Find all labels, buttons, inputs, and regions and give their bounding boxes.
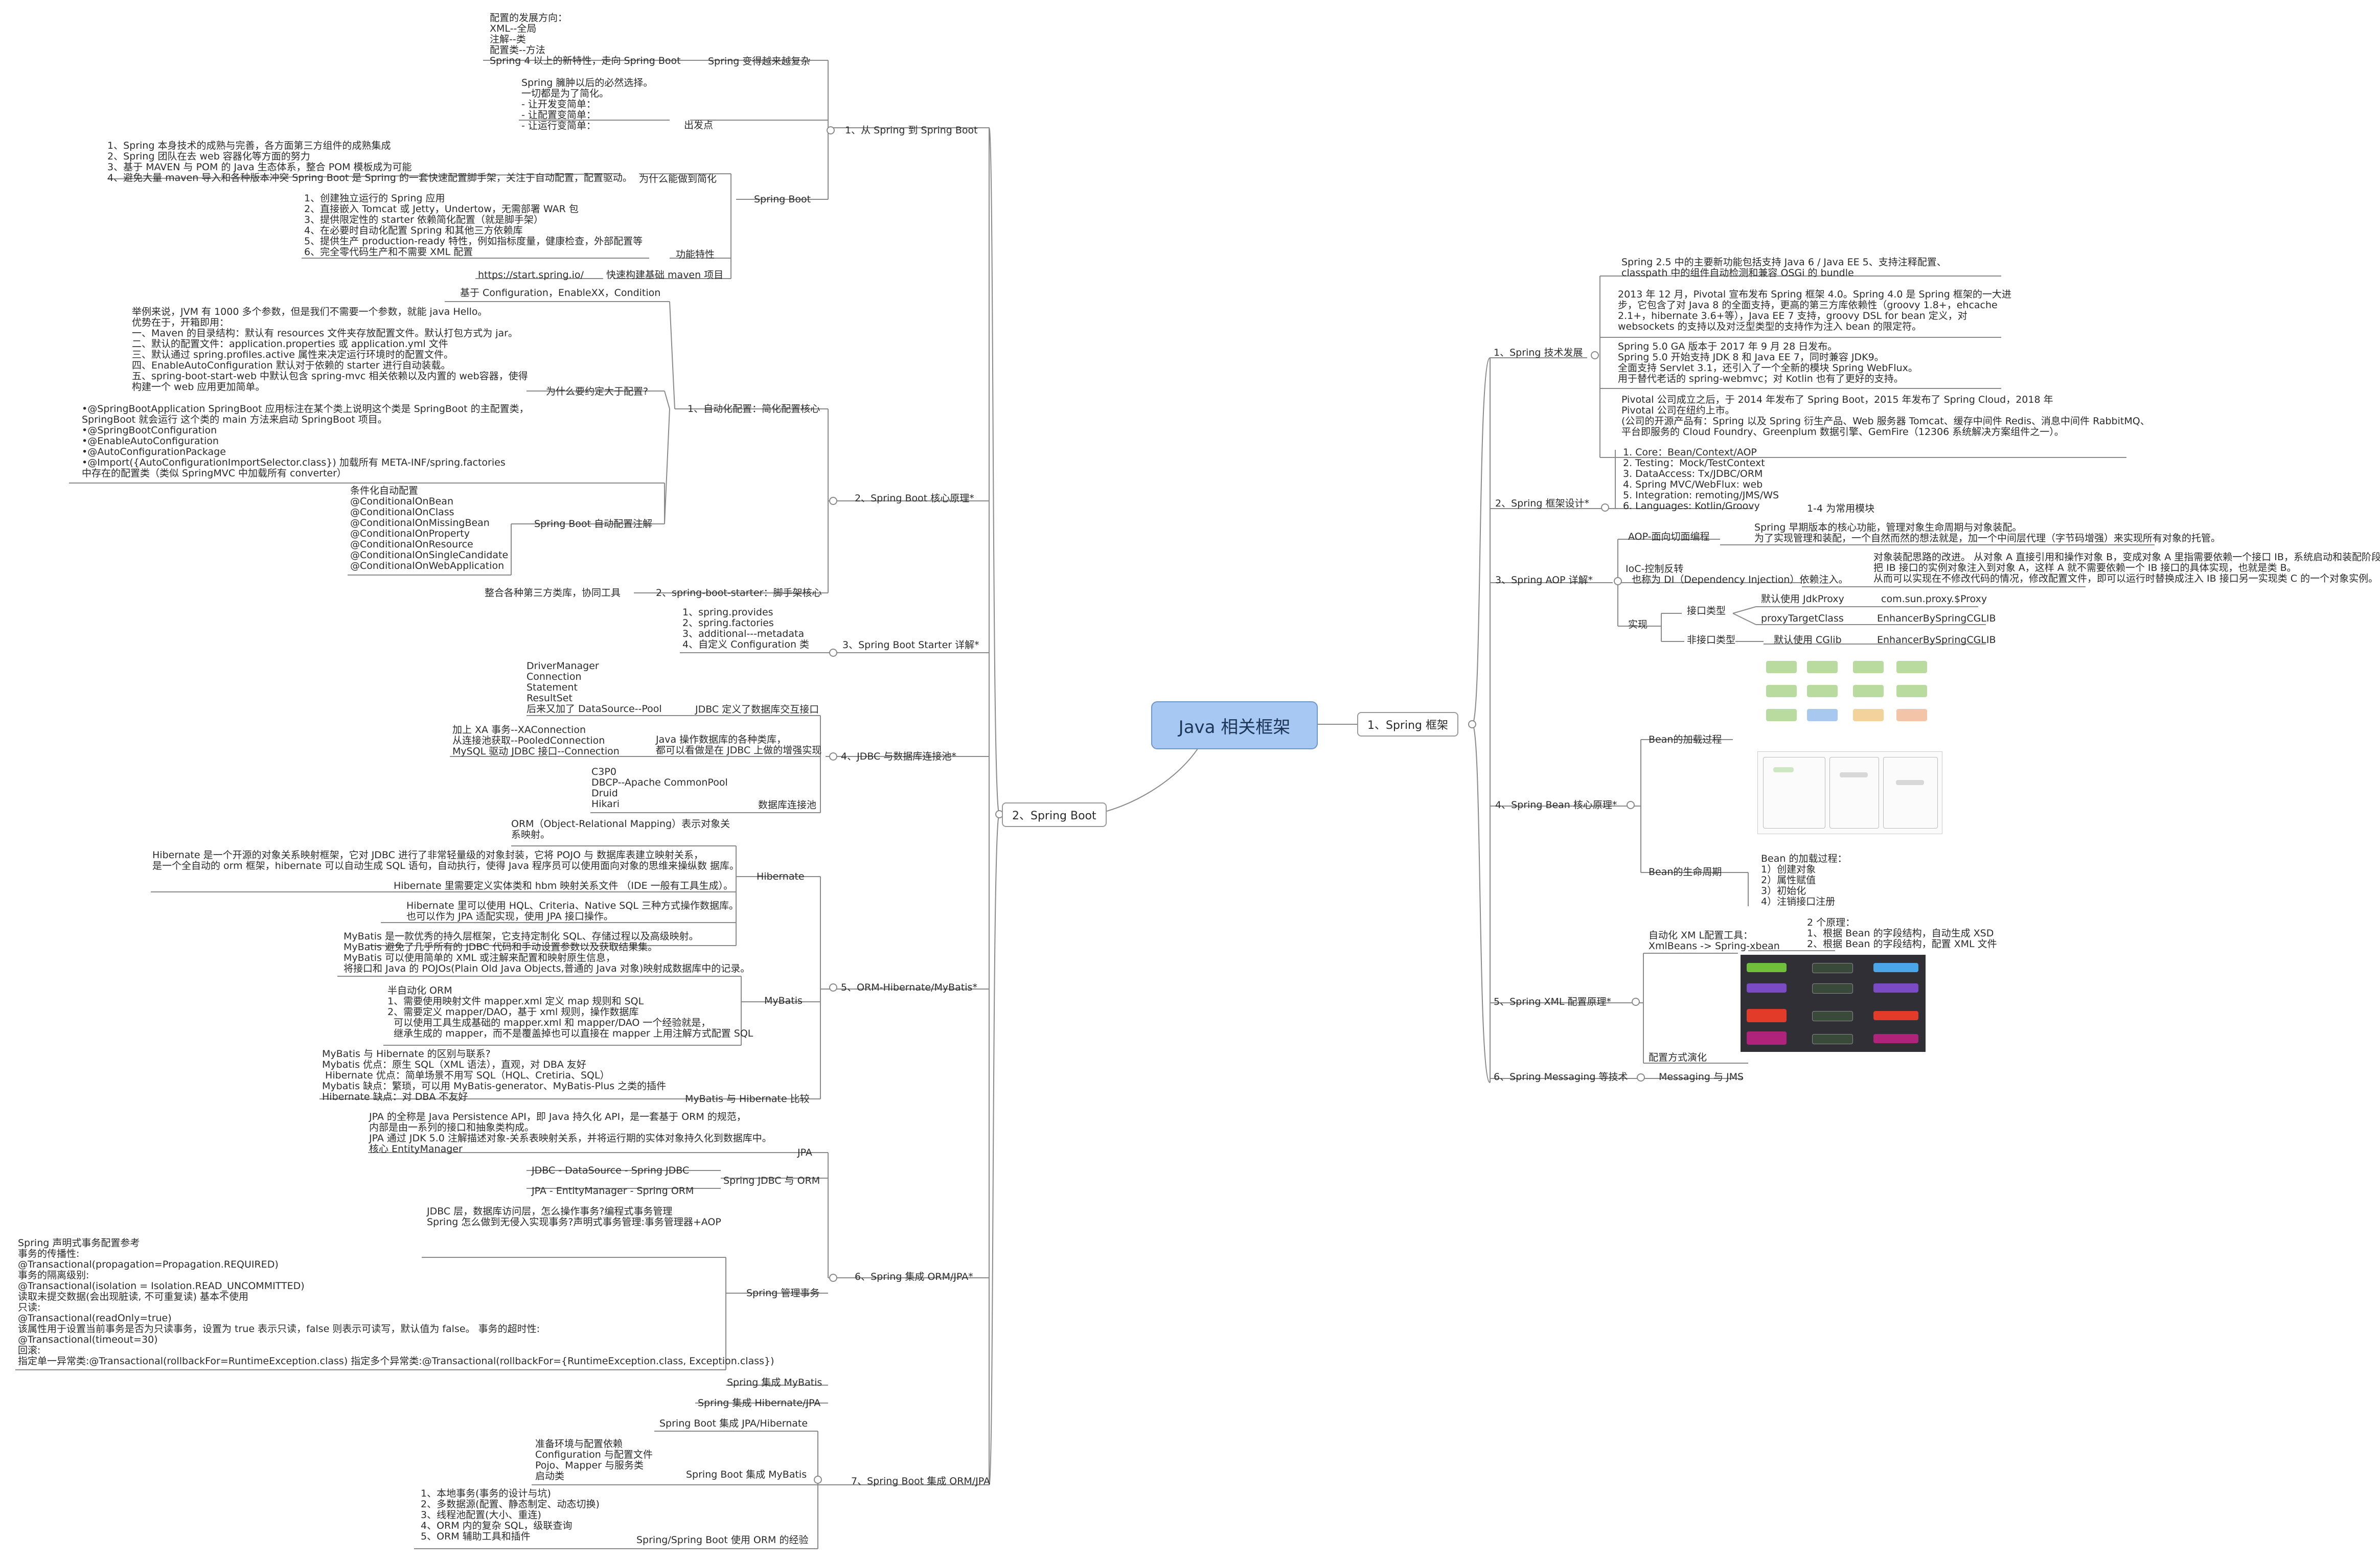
- boot-b2-label[interactable]: 2、Spring Boot 核心原理*: [855, 493, 974, 504]
- b1-start-label[interactable]: 出发点: [684, 120, 714, 131]
- boot-b6-label[interactable]: 6、Spring 集成 ORM/JPA*: [855, 1271, 973, 1282]
- spring-tech-label[interactable]: 1、Spring 技术发展: [1494, 347, 1583, 358]
- b6-mybatis-label[interactable]: Spring 集成 MyBatis: [727, 1377, 822, 1388]
- b1-feat-label[interactable]: 功能特性: [676, 249, 715, 260]
- b1-evolve-note: 配置的发展方向： XML--全局 注解--类 配置类--方法 Spring 4 …: [490, 12, 681, 66]
- b1-evolve-label[interactable]: Spring 变得越来越复杂: [708, 56, 811, 67]
- b1-why-label[interactable]: 为什么能做到简化: [639, 173, 717, 185]
- b2-auto-top: 基于 Configuration，EnableXX，Condition: [460, 287, 661, 298]
- spring-messaging-label[interactable]: 6、Spring Messaging 等技术: [1494, 1071, 1628, 1083]
- b5-cmp-note: MyBatis 与 Hibernate 的区别与联系? Mybatis 优点：原…: [322, 1048, 667, 1102]
- b4-jdbc-note: DriverManager Connection Statement Resul…: [527, 660, 662, 715]
- b7-jpa-label[interactable]: Spring Boot 集成 JPA/Hibernate: [659, 1418, 808, 1429]
- spring-xml-label[interactable]: 5、Spring XML 配置原理*: [1494, 996, 1611, 1007]
- b1-start-note: Spring 臃肿以后的必然选择。 一切都是为了简化。 - 让开发变简单： - …: [521, 77, 653, 131]
- b2-auto-label[interactable]: 1、自动化配置：简化配置核心: [688, 403, 820, 415]
- b7-mb-note: 准备环境与配置依赖 Configuration 与配置文件 Pojo、Mappe…: [535, 1438, 653, 1482]
- boot-b3-label[interactable]: 3、Spring Boot Starter 详解*: [842, 639, 979, 651]
- b4-pool-label[interactable]: 数据库连接池: [758, 799, 817, 811]
- b7-orm-label[interactable]: Spring/Spring Boot 使用 ORM 的经验: [636, 1534, 809, 1546]
- bean-life-label[interactable]: Bean的生命周期: [1649, 866, 1722, 878]
- bean-lifecycle-diagram: [1757, 751, 1942, 834]
- b7-mb-label[interactable]: Spring Boot 集成 MyBatis: [686, 1469, 807, 1480]
- b2-why-label[interactable]: 为什么要约定大于配置?: [546, 386, 649, 397]
- xml-tools: 自动化 XM L配置工具： XmlBeans -> Spring-xbean: [1649, 930, 1780, 952]
- b2-starter-note: 整合各种第三方类库，协同工具: [485, 587, 621, 599]
- b3-note: 1、spring.provides 2、spring.factories 3、a…: [682, 607, 810, 650]
- arch-common: 1-4 为常用模块: [1807, 503, 1875, 514]
- xml-evolution-label[interactable]: 配置方式演化: [1649, 1052, 1707, 1063]
- xml-config-evolution-diagram: [1741, 955, 1926, 1052]
- b1-maven-url[interactable]: https://start.spring.io/: [478, 269, 584, 281]
- b1-sb-label[interactable]: Spring Boot: [754, 194, 811, 205]
- tech-note-4: Pivotal 公司成立之后，于 2014 年发布了 Spring Boot，2…: [1621, 394, 2150, 438]
- b2-anno-label[interactable]: Spring Boot 自动配置注解: [534, 518, 653, 530]
- b1-why-note: 1、Spring 本身技术的成熟与完善，各方面第三方组件的成熟集成 2、Spri…: [107, 140, 632, 183]
- b5-hib-label[interactable]: Hibernate: [757, 871, 805, 882]
- b6-hib-label[interactable]: Spring 集成 Hibernate/JPA: [698, 1397, 821, 1409]
- root-node[interactable]: Java 相关框架: [1151, 701, 1318, 749]
- aop-title[interactable]: AOP-面向切面编程: [1628, 531, 1710, 542]
- b6-jpa-note: JPA 的全称是 Java Persistence API，即 Java 持久化…: [369, 1111, 772, 1155]
- spring-arch-label[interactable]: 2、Spring 框架设计*: [1495, 498, 1589, 509]
- ioc-title[interactable]: IoC-控制反转 也称为 DI（Dependency Injection）依赖注…: [1626, 563, 1848, 585]
- aop-jdk-class: com.sun.proxy.$Proxy: [1881, 593, 1987, 605]
- b6-jpa-label[interactable]: JPA: [797, 1147, 812, 1158]
- tech-note-2: 2013 年 12 月，Pivotal 宣布发布 Spring 框架 4.0。S…: [1618, 289, 2011, 332]
- b5-cmp-label[interactable]: MyBatis 与 Hibernate 比较: [685, 1093, 810, 1105]
- aop-impl[interactable]: 实现: [1628, 619, 1648, 630]
- aop-cglib-class: EnhancerBySpringCGLIB: [1877, 634, 1996, 646]
- arch-modules: 1. Core：Bean/Context/AOP 2. Testing：Mock…: [1623, 447, 1779, 512]
- aop-desc: Spring 早期版本的核心功能，管理对象生命周期与对象装配。 为了实现管理和装…: [1754, 522, 2221, 544]
- b4-pool-note: C3P0 DBCP--Apache CommonPool Druid Hikar…: [591, 766, 728, 810]
- b2-cond-note: 条件化自动配置 @ConditionalOnBean @ConditionalO…: [350, 485, 509, 571]
- b5-mb-note2: 半自动化 ORM 1、需要使用映射文件 mapper.xml 定义 map 规则…: [387, 985, 753, 1039]
- branch-spring[interactable]: 1、Spring 框架: [1357, 712, 1458, 737]
- bean-life-desc: Bean 的加载过程： 1）创建对象 2）属性赋值 3）初始化 4）注销接口注册: [1761, 853, 1847, 907]
- b5-hib-note1: Hibernate 是一个开源的对象关系映射框架，它对 JDBC 进行了非常轻量…: [152, 849, 740, 871]
- xml-principle: 2 个原理： 1、根据 Bean 的字段结构，自动生成 XSD 2、根据 Bea…: [1807, 917, 1997, 950]
- messaging-item[interactable]: Messaging 与 JMS: [1659, 1071, 1744, 1083]
- bean-load-diagram: [1761, 657, 1935, 731]
- b6-tx-note2: Spring 声明式事务配置参考 事务的传播性: @Transactional(…: [18, 1237, 774, 1367]
- b2-starter-label[interactable]: 2、spring-boot-starter：脚手架核心: [656, 587, 822, 599]
- aop-iface-type[interactable]: 接口类型: [1687, 605, 1726, 616]
- boot-b7-label[interactable]: 7、Spring Boot 集成 ORM/JPA: [851, 1476, 991, 1487]
- boot-b4-label[interactable]: 4、JDBC 与数据库连接池*: [841, 751, 956, 762]
- b4-jdbc-label[interactable]: JDBC 定义了数据库交互接口: [695, 704, 819, 715]
- aop-non-iface[interactable]: 非接口类型: [1687, 634, 1736, 646]
- b2-why-note: 举例来说，JVM 有 1000 多个参数，但是我们不需要一个参数，就能 java…: [132, 306, 528, 393]
- b5-hib-note2: Hibernate 里需要定义实体类和 hbm 映射关系文件 （IDE 一般有工…: [394, 880, 734, 891]
- b5-hib-note3: Hibernate 里可以使用 HQL、Criteria、Native SQL …: [406, 900, 739, 922]
- b6-sj-label[interactable]: Spring JDBC 与 ORM: [723, 1175, 820, 1186]
- aop-ptc: proxyTargetClass: [1761, 613, 1844, 624]
- boot-b5-label[interactable]: 5、ORM-Hibernate/MyBatis*: [841, 982, 977, 993]
- ioc-desc: 对象装配思路的改进。 从对象 A 直接引用和操作对象 B，变成对象 A 里指需要…: [1873, 552, 2380, 584]
- tech-note-1: Spring 2.5 中的主要新功能包括支持 Java 6 / Java EE …: [1621, 257, 1947, 279]
- bean-load-label[interactable]: Bean的加载过程: [1649, 734, 1722, 745]
- b6-tx-label[interactable]: Spring 管理事务: [746, 1288, 820, 1299]
- aop-cglib-default: 默认使用 CGlib: [1774, 634, 1842, 646]
- tech-note-3: Spring 5.0 GA 版本于 2017 年 9 月 28 日发布。 Spr…: [1618, 341, 1918, 384]
- spring-aop-label[interactable]: 3、Spring AOP 详解*: [1495, 575, 1593, 586]
- b1-feat-note: 1、创建独立运行的 Spring 应用 2、直接嵌入 Tomcat 或 Jett…: [304, 193, 643, 258]
- branch-spring-boot[interactable]: 2、Spring Boot: [1002, 802, 1107, 827]
- b7-orm-note: 1、本地事务(事务的设计与坑) 2、多数据源(配置、静态制定、动态切换) 3、线…: [421, 1488, 600, 1542]
- b1-maven-label[interactable]: 快速构建基础 maven 项目: [606, 269, 724, 281]
- b5-orm-note: ORM（Object-Relational Mapping）表示对象关 系映射。: [511, 818, 730, 840]
- b5-mb-label[interactable]: MyBatis: [764, 995, 803, 1006]
- boot-b1-label[interactable]: 1、从 Spring 到 Spring Boot: [845, 125, 978, 136]
- aop-ptc-class: EnhancerBySpringCGLIB: [1877, 613, 1996, 624]
- b6-tx-note1: JDBC 层，数据库访问层，怎么操作事务?编程式事务管理 Spring 怎么做到…: [427, 1206, 721, 1228]
- b6-jdbc-row2: JPA - EntityManager - Spring ORM: [532, 1185, 694, 1197]
- spring-bean-label[interactable]: 4、Spring Bean 核心原理*: [1495, 799, 1617, 811]
- b4-xa-note: 加上 XA 事务--XAConnection 从连接池获取--PooledCon…: [452, 724, 620, 757]
- aop-jdk-default: 默认使用 JdkProxy: [1761, 593, 1844, 605]
- b4-java-note: Java 操作数据库的各种类库， 都可以看做是在 JDBC 上做的增强实现: [656, 734, 822, 756]
- b2-anno-note: •@SpringBootApplication SpringBoot 应用标注在…: [82, 403, 529, 479]
- b6-jdbc-row1: JDBC - DataSource - Spring JDBC: [532, 1165, 690, 1176]
- b5-mb-note1: MyBatis 是一款优秀的持久层框架，它支持定制化 SQL、存储过程以及高级映…: [344, 931, 750, 974]
